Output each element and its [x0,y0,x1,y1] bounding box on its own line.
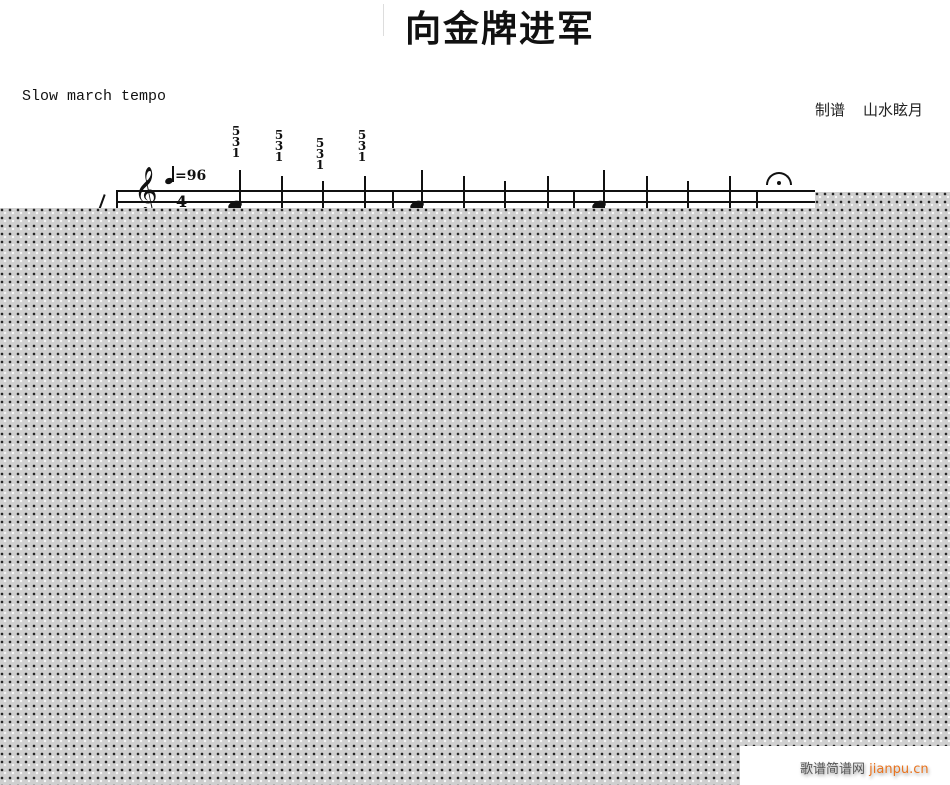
quarter-note-icon [164,164,175,186]
note-stem [504,181,506,208]
note-stem [239,170,241,208]
barline [392,190,394,208]
credit-label: 制谱 [815,101,846,119]
page-title: 向金牌进军 [405,8,596,50]
dotted-overlay [0,208,950,785]
dotted-overlay-top-right [815,192,950,208]
watermark-box [740,746,950,785]
arranger-credit: 制谱山水眩月 [815,99,923,120]
note-stem [729,176,731,208]
watermark: 歌谱简谱网 jianpu.cn [800,758,929,777]
tempo-marking: Slow march tempo [22,88,167,105]
fermata-dot [777,181,781,185]
metronome-marking: =96 [164,164,207,186]
note-stem [364,176,366,208]
note-stem [421,170,423,208]
note-stem [603,170,605,208]
note-stem [547,176,549,208]
metronome-value: =96 [175,168,207,184]
watermark-site-name: 歌谱简谱网 [800,762,866,777]
barline [116,190,118,208]
staff-line [116,190,815,192]
staff-line [116,201,815,203]
note-stem [687,181,689,208]
page-title-mark [383,4,384,36]
barline [573,190,575,208]
credit-name: 山水眩月 [863,101,924,119]
watermark-site-domain: jianpu.cn [869,762,929,777]
note-stem [646,176,648,208]
note-stem [463,176,465,208]
time-signature: 4 [176,192,188,211]
note-stem [281,176,283,208]
barline [756,190,758,208]
note-stem [322,181,324,208]
treble-clef-icon: 𝄞 [134,167,158,213]
